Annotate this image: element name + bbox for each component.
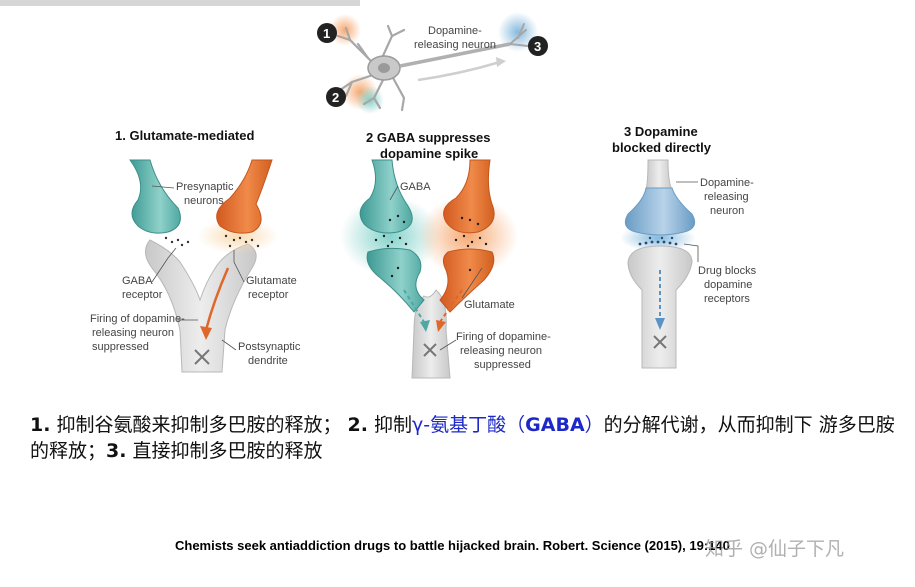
dopamine-terminal-3: [624, 187, 696, 236]
axon: [399, 42, 511, 68]
vesicle-dots-2: [374, 214, 488, 278]
label-firing2-3: suppressed: [474, 359, 531, 371]
block-x-1: [194, 349, 210, 365]
axon-terminals: [509, 23, 529, 47]
label-glutamate: Glutamate: [464, 299, 515, 311]
panel-2-title-1: 2 GABA suppresses: [366, 130, 491, 145]
leader-lines-1: [151, 185, 245, 351]
badge-3: 3: [528, 36, 548, 56]
teal-postsynaptic-2: [366, 247, 425, 313]
dendrites: [336, 24, 406, 112]
leader-lines-3: [676, 181, 699, 262]
caption-num-1: 1.: [30, 414, 51, 436]
chinese-caption: 1. 抑制谷氨酸来抑制多巴胺的释放； 2. 抑制γ-氨基丁酸（GABA）的分解代…: [30, 412, 900, 464]
leader-lines-2: [389, 185, 483, 351]
label-gaba-receptor-1: GABA: [122, 275, 153, 287]
orange-presynaptic-2: [443, 159, 495, 234]
badge-1: 1: [317, 23, 337, 43]
caption-num-3: 3.: [106, 440, 127, 462]
caption-gaba: GABA: [525, 414, 585, 436]
receptor-dots-3: [638, 236, 678, 246]
signal-arrow: [417, 60, 501, 82]
orange-presynaptic-neuron: [216, 159, 273, 234]
label-firing2-1: Firing of dopamine-: [456, 331, 551, 343]
firing-arrow-1: [204, 267, 230, 331]
label-glutamate-receptor-1: Glutamate: [246, 275, 297, 287]
blue-dashed-arrow-head: [655, 318, 665, 330]
label-firing-1: Firing of dopamine-: [90, 313, 185, 325]
caption-gaba-cn: γ-氨基丁酸（: [412, 414, 526, 436]
panel-3-title-1: 3 Dopamine: [624, 124, 698, 139]
top-neuron-illustration: Dopamine- releasing neuron 1 2 3: [317, 12, 548, 114]
panel-1-title: 1. Glutamate-mediated: [115, 128, 254, 143]
badge-2: 2: [326, 87, 346, 107]
label-firing-3: suppressed: [92, 341, 149, 353]
teal-presynaptic-neuron: [129, 159, 181, 234]
label-drug-1: Drug blocks: [698, 265, 757, 277]
teal-dashed-arrow-head: [420, 320, 430, 332]
site1-glow: [329, 14, 361, 46]
presynaptic-stalk-3: [645, 159, 673, 191]
firing-arrow-head-1: [200, 326, 212, 340]
nucleus: [378, 63, 390, 73]
label-gaba: GABA: [400, 181, 431, 193]
teal-presynaptic-2: [359, 159, 413, 234]
label-firing-2: releasing neuron: [92, 327, 174, 339]
caption-text-2d: 的分解代谢，从而抑制下 游多巴胺的释放；: [30, 414, 895, 462]
svg-text:3: 3: [534, 39, 541, 54]
label-postsynaptic-1: Postsynaptic: [238, 341, 301, 353]
label-firing2-2: releasing neuron: [460, 345, 542, 357]
caption-num-2: 2.: [347, 414, 368, 436]
watermark: 知乎 @仙子下凡: [705, 538, 845, 560]
label-drug-3: receptors: [704, 293, 750, 305]
top-gray-bar: [0, 0, 360, 6]
svg-text:1: 1: [323, 26, 330, 41]
site3-glow: [498, 12, 538, 52]
panel-2-title-2: dopamine spike: [380, 146, 478, 161]
caption-text-2a: 抑制: [368, 414, 413, 436]
panel-2-gaba: 2 GABA suppresses dopamine spike: [340, 130, 551, 379]
label-drug-2: dopamine: [704, 279, 752, 291]
reference-citation: Chemists seek antiaddiction drugs to bat…: [175, 538, 730, 553]
panel-3-dopamine: 3 Dopamine blocked directly Dopamine- re…: [612, 124, 757, 369]
orange-postsynaptic-2: [439, 248, 495, 313]
caption-text-3: 直接抑制多巴胺的释放: [126, 440, 323, 462]
neuron-label-1: Dopamine-: [428, 25, 482, 37]
caption-paren: ）: [584, 414, 604, 436]
label-gaba-receptor-2: receptor: [122, 289, 163, 301]
panel-3-title-2: blocked directly: [612, 140, 712, 155]
svg-text:2: 2: [332, 90, 339, 105]
block-x-2: [423, 343, 437, 357]
label-da-neuron-1: Dopamine-: [700, 177, 754, 189]
label-postsynaptic-2: dendrite: [248, 355, 288, 367]
label-glutamate-receptor-2: receptor: [248, 289, 289, 301]
vesicle-dots-1: [164, 234, 260, 248]
label-presynaptic-2: neurons: [184, 195, 224, 207]
teal-dashed-arrow: [403, 289, 425, 323]
orange-dashed-arrow-head: [436, 320, 446, 332]
label-da-neuron-2: releasing: [704, 191, 749, 203]
neuron-label-2: releasing neuron: [414, 39, 496, 51]
label-da-neuron-3: neuron: [710, 205, 744, 217]
signal-arrow-head: [496, 57, 506, 67]
block-x-3: [653, 335, 667, 349]
caption-text-1: 抑制谷氨酸来抑制多巴胺的释放；: [50, 414, 348, 436]
panel-1-glutamate: 1. Glutamate-mediated Presynaptic: [90, 128, 301, 373]
label-presynaptic-1: Presynaptic: [176, 181, 234, 193]
